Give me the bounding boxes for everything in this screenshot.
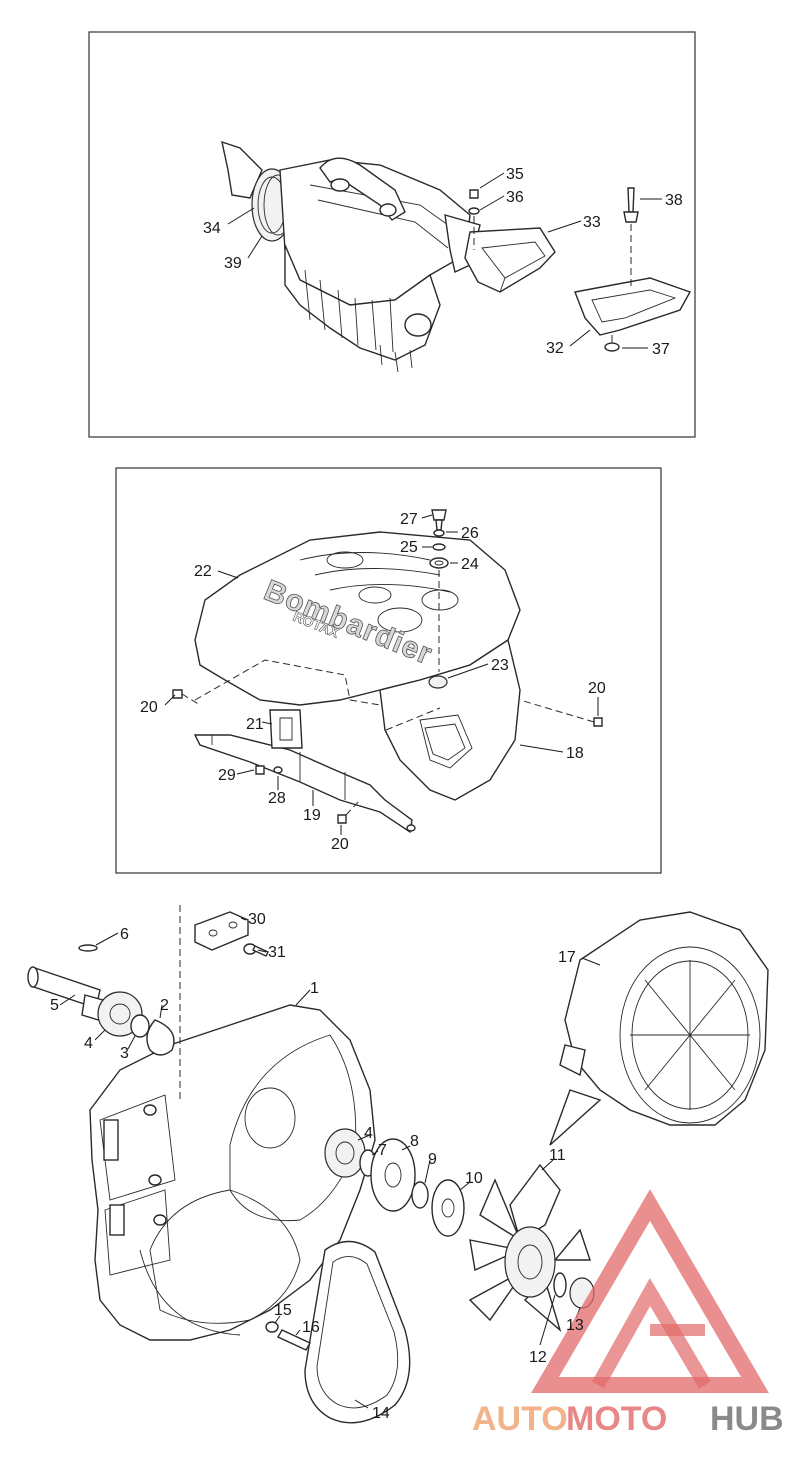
callout-38: 38 [665, 192, 683, 209]
panel-frame-cover [115, 467, 662, 874]
callout-35: 35 [506, 166, 524, 183]
callout-10: 10 [465, 1170, 483, 1187]
leaders-panel2 [164, 514, 599, 835]
callout-16: 16 [302, 1319, 320, 1336]
washer-15 [265, 1321, 279, 1333]
callout-14: 14 [372, 1405, 390, 1422]
callout-21: 21 [246, 716, 264, 733]
fan-shroud-17 [549, 911, 769, 1146]
side-housing-18 [379, 638, 521, 801]
callout-15: 15 [274, 1302, 292, 1319]
callout-8: 8 [410, 1133, 419, 1150]
callout-6: 6 [120, 926, 129, 943]
intake-duct-33 [464, 227, 556, 293]
callout-13: 13 [566, 1317, 584, 1334]
callout-31: 31 [268, 944, 286, 961]
washer-28-screw-29 [255, 765, 283, 775]
callout-20-right: 20 [588, 680, 606, 697]
grommet-23 [428, 675, 448, 689]
intake-scoop-32 [574, 277, 692, 336]
callout-23: 23 [491, 657, 509, 674]
belt-14 [304, 1240, 411, 1424]
watermark-text-hub: HUB [710, 1400, 784, 1438]
callout-17: 17 [558, 949, 576, 966]
callout-5: 5 [50, 997, 59, 1014]
callout-30: 30 [248, 911, 266, 928]
callout-18: 18 [566, 745, 584, 762]
callout-36: 36 [506, 189, 524, 206]
callout-39: 39 [224, 255, 242, 272]
callout-12: 12 [529, 1349, 547, 1366]
callout-24: 24 [461, 556, 479, 573]
circlip-2 [146, 1019, 175, 1056]
callout-19: 19 [303, 807, 321, 824]
panel-frame-engine [88, 31, 696, 438]
key-6 [78, 944, 98, 952]
callout-29: 29 [218, 767, 236, 784]
callout-26: 26 [461, 525, 479, 542]
callout-1: 1 [310, 980, 319, 997]
callout-25: 25 [400, 539, 418, 556]
callout-20-bottom: 20 [331, 836, 349, 853]
callout-4-lower: 4 [364, 1125, 373, 1142]
callout-27: 27 [400, 511, 418, 528]
screw-16 [277, 1329, 311, 1351]
callout-11: 11 [549, 1147, 566, 1164]
fasteners-panel2 [429, 509, 449, 672]
watermark-text-moto: MOTO [566, 1400, 667, 1438]
screws-20 [172, 689, 603, 824]
callout-7: 7 [378, 1142, 387, 1159]
callout-2: 2 [160, 997, 169, 1014]
bearings-4-7-8-9-10 [324, 1128, 465, 1237]
callout-3: 3 [120, 1045, 129, 1062]
callout-4-upper: 4 [84, 1035, 93, 1052]
callout-34: 34 [203, 220, 221, 237]
callout-28: 28 [268, 790, 286, 807]
engine-assembly [221, 140, 481, 373]
callout-9: 9 [428, 1151, 437, 1168]
callout-22: 22 [194, 563, 212, 580]
washer-12 [553, 1272, 567, 1298]
fasteners-panel1 [468, 187, 639, 352]
watermark-text-auto: AUTO [472, 1400, 568, 1438]
bracket-21 [269, 709, 303, 749]
callout-32: 32 [546, 340, 564, 357]
callout-37: 37 [652, 341, 670, 358]
callout-33: 33 [583, 214, 601, 231]
watermark-logo [531, 1189, 769, 1393]
ring-3 [130, 1014, 150, 1038]
leaders-panel3 [59, 917, 601, 1409]
callout-20-left: 20 [140, 699, 158, 716]
fan-11 [468, 1163, 591, 1333]
leaders-panel1 [227, 172, 662, 349]
